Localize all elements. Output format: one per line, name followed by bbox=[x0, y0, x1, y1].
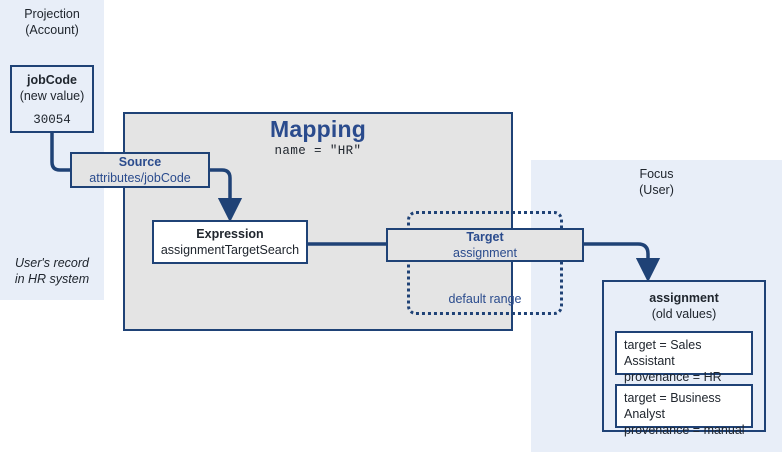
projection-note-line2: in HR system bbox=[14, 272, 90, 286]
expression-subtitle: assignmentTargetSearch bbox=[160, 243, 300, 257]
source-subtitle: attributes/jobCode bbox=[89, 171, 191, 185]
expression-title: Expression bbox=[196, 227, 264, 241]
assignment-value-card: target = Business Analyst provenance = m… bbox=[615, 384, 753, 437]
default-range-region bbox=[407, 211, 563, 315]
mapping-subtitle: name = "HR" bbox=[274, 144, 362, 158]
projection-panel-title: Projection (Account) bbox=[0, 6, 104, 38]
assignment-box: assignment (old values) target = Sales A… bbox=[602, 280, 766, 437]
assignment-value-provenance: provenance = manual bbox=[624, 423, 745, 437]
assignment-value-provenance: provenance = HR bbox=[624, 370, 722, 384]
jobcode-value: 30054 bbox=[33, 112, 71, 127]
connector-jobcode-to-source bbox=[50, 133, 70, 172]
default-range-label: default range bbox=[448, 292, 522, 306]
projection-panel-note: User's record in HR system bbox=[0, 255, 104, 287]
assignment-value-target: target = Business Analyst bbox=[624, 391, 721, 421]
source-title: Source bbox=[118, 155, 162, 169]
jobcode-subtitle: (new value) bbox=[19, 88, 85, 103]
projection-note-line1: User's record bbox=[15, 256, 89, 270]
focus-panel-title: Focus (User) bbox=[531, 166, 782, 198]
projection-title-line2: (Account) bbox=[25, 23, 79, 37]
connector-source-to-expression bbox=[210, 168, 243, 223]
source-box: Source attributes/jobCode bbox=[70, 152, 210, 188]
focus-title-line2: (User) bbox=[639, 183, 674, 197]
target-box: Target assignment bbox=[386, 228, 584, 262]
target-subtitle: assignment bbox=[453, 246, 517, 260]
connector-target-to-assignment bbox=[584, 242, 661, 283]
focus-title-line1: Focus bbox=[639, 167, 674, 181]
assignment-value-card: target = Sales Assistant provenance = HR bbox=[615, 331, 753, 384]
jobcode-box: jobCode (new value) 30054 bbox=[10, 65, 94, 133]
mapping-title: Mapping bbox=[270, 116, 366, 142]
assignment-value-target: target = Sales Assistant bbox=[624, 338, 702, 368]
projection-title-line1: Projection bbox=[24, 7, 80, 21]
assignment-title: assignment bbox=[649, 291, 719, 305]
jobcode-title: jobCode bbox=[27, 72, 77, 87]
assignment-subtitle: (old values) bbox=[651, 307, 717, 321]
target-title: Target bbox=[466, 230, 504, 244]
expression-box: Expression assignmentTargetSearch bbox=[152, 220, 308, 264]
